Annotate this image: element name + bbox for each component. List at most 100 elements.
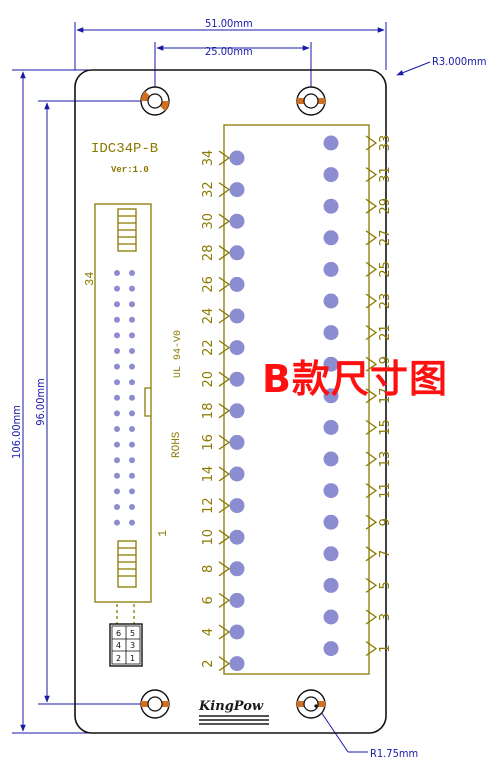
corner-radius-label: R3.000mm xyxy=(432,55,486,68)
terminal-arrow-left xyxy=(218,340,231,356)
idc-pin xyxy=(129,285,135,292)
terminal-pad-right xyxy=(323,514,339,530)
idc-pin xyxy=(114,504,120,510)
key-label: 1 xyxy=(130,654,135,663)
terminal-pad-left xyxy=(229,308,245,324)
terminal-pin-label-left: 34 xyxy=(201,150,216,167)
idc-pin xyxy=(114,488,120,495)
terminal-arrow-right xyxy=(365,135,378,151)
terminal-arrow-right xyxy=(365,483,378,499)
idc-pin xyxy=(129,316,135,323)
idc-pin xyxy=(129,332,135,339)
key-label: 4 xyxy=(116,641,121,650)
terminal-arrow-left xyxy=(218,150,231,166)
terminal-pad-right xyxy=(323,293,339,309)
terminal-pad-left xyxy=(229,403,245,419)
idc-pin xyxy=(129,301,135,308)
idc-pin xyxy=(114,270,120,276)
idc-pin xyxy=(114,441,120,448)
model-label: IDC34P-B xyxy=(91,141,158,157)
terminal-pin-label-right: 19 xyxy=(378,356,393,373)
terminal-pad-left xyxy=(229,529,245,545)
terminal-pin-label-left: 24 xyxy=(201,308,216,325)
terminal-block: 3433323130292827262524232221201918171615… xyxy=(201,135,393,672)
terminal-pin-label-left: 6 xyxy=(201,596,216,604)
terminal-pad-right xyxy=(323,451,339,467)
key-label: 6 xyxy=(116,629,121,638)
terminal-pin-label-right: 33 xyxy=(378,135,393,152)
idc-pin xyxy=(114,394,120,401)
terminal-pin-label-left: 8 xyxy=(201,565,216,573)
terminal-pin-label-left: 28 xyxy=(201,245,216,262)
terminal-arrow-left xyxy=(218,245,231,261)
idc-pin xyxy=(129,457,135,464)
terminal-pin-label-left: 18 xyxy=(201,403,216,420)
idc-pin xyxy=(114,410,120,417)
terminal-arrow-right xyxy=(365,261,378,277)
terminal-arrow-right xyxy=(365,609,378,625)
terminal-pad-left xyxy=(229,434,245,450)
terminal-pad-left xyxy=(229,592,245,608)
rating-label: UL 94-V0 xyxy=(173,330,184,378)
terminal-pin-label-left: 32 xyxy=(201,181,216,198)
terminal-arrow-left xyxy=(218,434,231,450)
terminal-pad-right xyxy=(323,198,339,214)
terminal-pad-left xyxy=(229,245,245,261)
terminal-pad-left xyxy=(229,340,245,356)
brand-logo: KingPow xyxy=(198,699,264,714)
terminal-pad-right xyxy=(323,419,339,435)
terminal-arrow-left xyxy=(218,308,231,324)
terminal-pad-right xyxy=(323,641,339,657)
terminal-pin-label-right: 21 xyxy=(378,324,393,341)
terminal-arrow-right xyxy=(365,577,378,593)
terminal-arrow-left xyxy=(218,276,231,292)
terminal-pin-label-left: 4 xyxy=(201,628,216,636)
terminal-pin-label-right: 15 xyxy=(378,419,393,436)
terminal-arrow-left xyxy=(218,624,231,640)
height-inner-label: 96.00mm xyxy=(34,378,47,426)
rohs-label: ROHS xyxy=(171,431,183,458)
key-labels: 6 5 4 3 2 1 xyxy=(116,629,135,663)
idc-pin xyxy=(129,472,135,479)
terminal-pin-label-left: 22 xyxy=(201,339,216,356)
idc-pin xyxy=(129,410,135,417)
terminal-arrow-right xyxy=(365,167,378,183)
terminal-pad-right xyxy=(323,577,339,593)
terminal-pad-right xyxy=(323,609,339,625)
idc-pin xyxy=(129,348,135,354)
idc-pin xyxy=(114,332,120,339)
terminal-pin-label-left: 2 xyxy=(201,659,216,667)
terminal-pad-left xyxy=(229,561,245,577)
terminal-arrow-right xyxy=(365,641,378,657)
terminal-pin-label-right: 3 xyxy=(378,613,393,621)
terminal-arrow-right xyxy=(365,388,378,404)
terminal-arrow-left xyxy=(218,656,231,672)
terminal-block-outline xyxy=(223,124,370,675)
terminal-arrow-left xyxy=(218,403,231,419)
terminal-pin-label-right: 23 xyxy=(378,293,393,310)
terminal-pad-right xyxy=(323,261,339,277)
board-outline xyxy=(74,69,387,734)
terminal-pin-label-left: 26 xyxy=(201,276,216,293)
idc-pin xyxy=(129,426,135,432)
terminal-arrow-left xyxy=(218,592,231,608)
idc-pin xyxy=(114,457,120,464)
terminal-pin-label-right: 27 xyxy=(378,230,393,247)
terminal-pad-left xyxy=(229,656,245,672)
key-label: 2 xyxy=(116,654,121,663)
terminal-pin-label-right: 9 xyxy=(378,518,393,526)
idc-pin xyxy=(114,519,120,526)
terminal-arrow-right xyxy=(365,356,378,372)
terminal-pin-label-right: 13 xyxy=(378,451,393,468)
idc-pin xyxy=(114,348,120,354)
terminal-arrow-right xyxy=(365,419,378,435)
idc-pin xyxy=(129,270,135,276)
idc-header-pins xyxy=(114,270,135,526)
idc-pin xyxy=(114,379,120,386)
terminal-arrow-left xyxy=(218,529,231,545)
idc-pin xyxy=(114,472,120,479)
terminal-pad-left xyxy=(229,498,245,514)
terminal-pin-label-left: 16 xyxy=(201,434,216,451)
terminal-pin-label-left: 10 xyxy=(201,529,216,546)
